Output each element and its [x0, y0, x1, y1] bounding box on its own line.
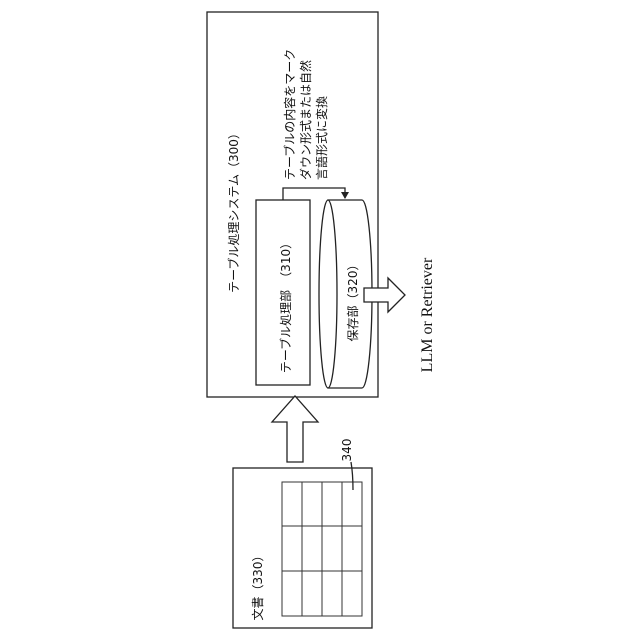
- output-label: LLM or Retriever: [419, 257, 436, 372]
- conversion-note-line-2: ダウン形式または自然: [298, 60, 313, 180]
- system-label: テーブル処理システム（300）: [226, 127, 241, 293]
- conversion-note-line-1: テーブルの内容をマーク: [282, 49, 297, 180]
- document: 文書（330） 340: [233, 439, 372, 628]
- table-cell: [282, 571, 302, 616]
- document-table: [282, 482, 362, 616]
- document-label: 文書（330）: [250, 550, 265, 621]
- storage-label: 保存部（320）: [345, 259, 360, 342]
- table-cell: [282, 526, 302, 571]
- table-cell: [302, 571, 322, 616]
- table-cell: [342, 482, 362, 526]
- processor-label: テーブル処理部 （310）: [278, 237, 293, 373]
- table-cell: [342, 571, 362, 616]
- table-cell: [302, 526, 322, 571]
- table-cell: [282, 482, 302, 526]
- table-ref-label: 340: [340, 439, 354, 462]
- table-cell: [322, 482, 342, 526]
- storage-cylinder-face: [319, 200, 337, 388]
- table-cell: [302, 482, 322, 526]
- input-arrow: [272, 396, 318, 462]
- conversion-note-line-3: 言語形式に変換: [314, 96, 329, 180]
- table-cell: [322, 571, 342, 616]
- table-cell: [322, 526, 342, 571]
- table-cell: [342, 526, 362, 571]
- table-processing-unit: テーブル処理部 （310）: [256, 200, 310, 385]
